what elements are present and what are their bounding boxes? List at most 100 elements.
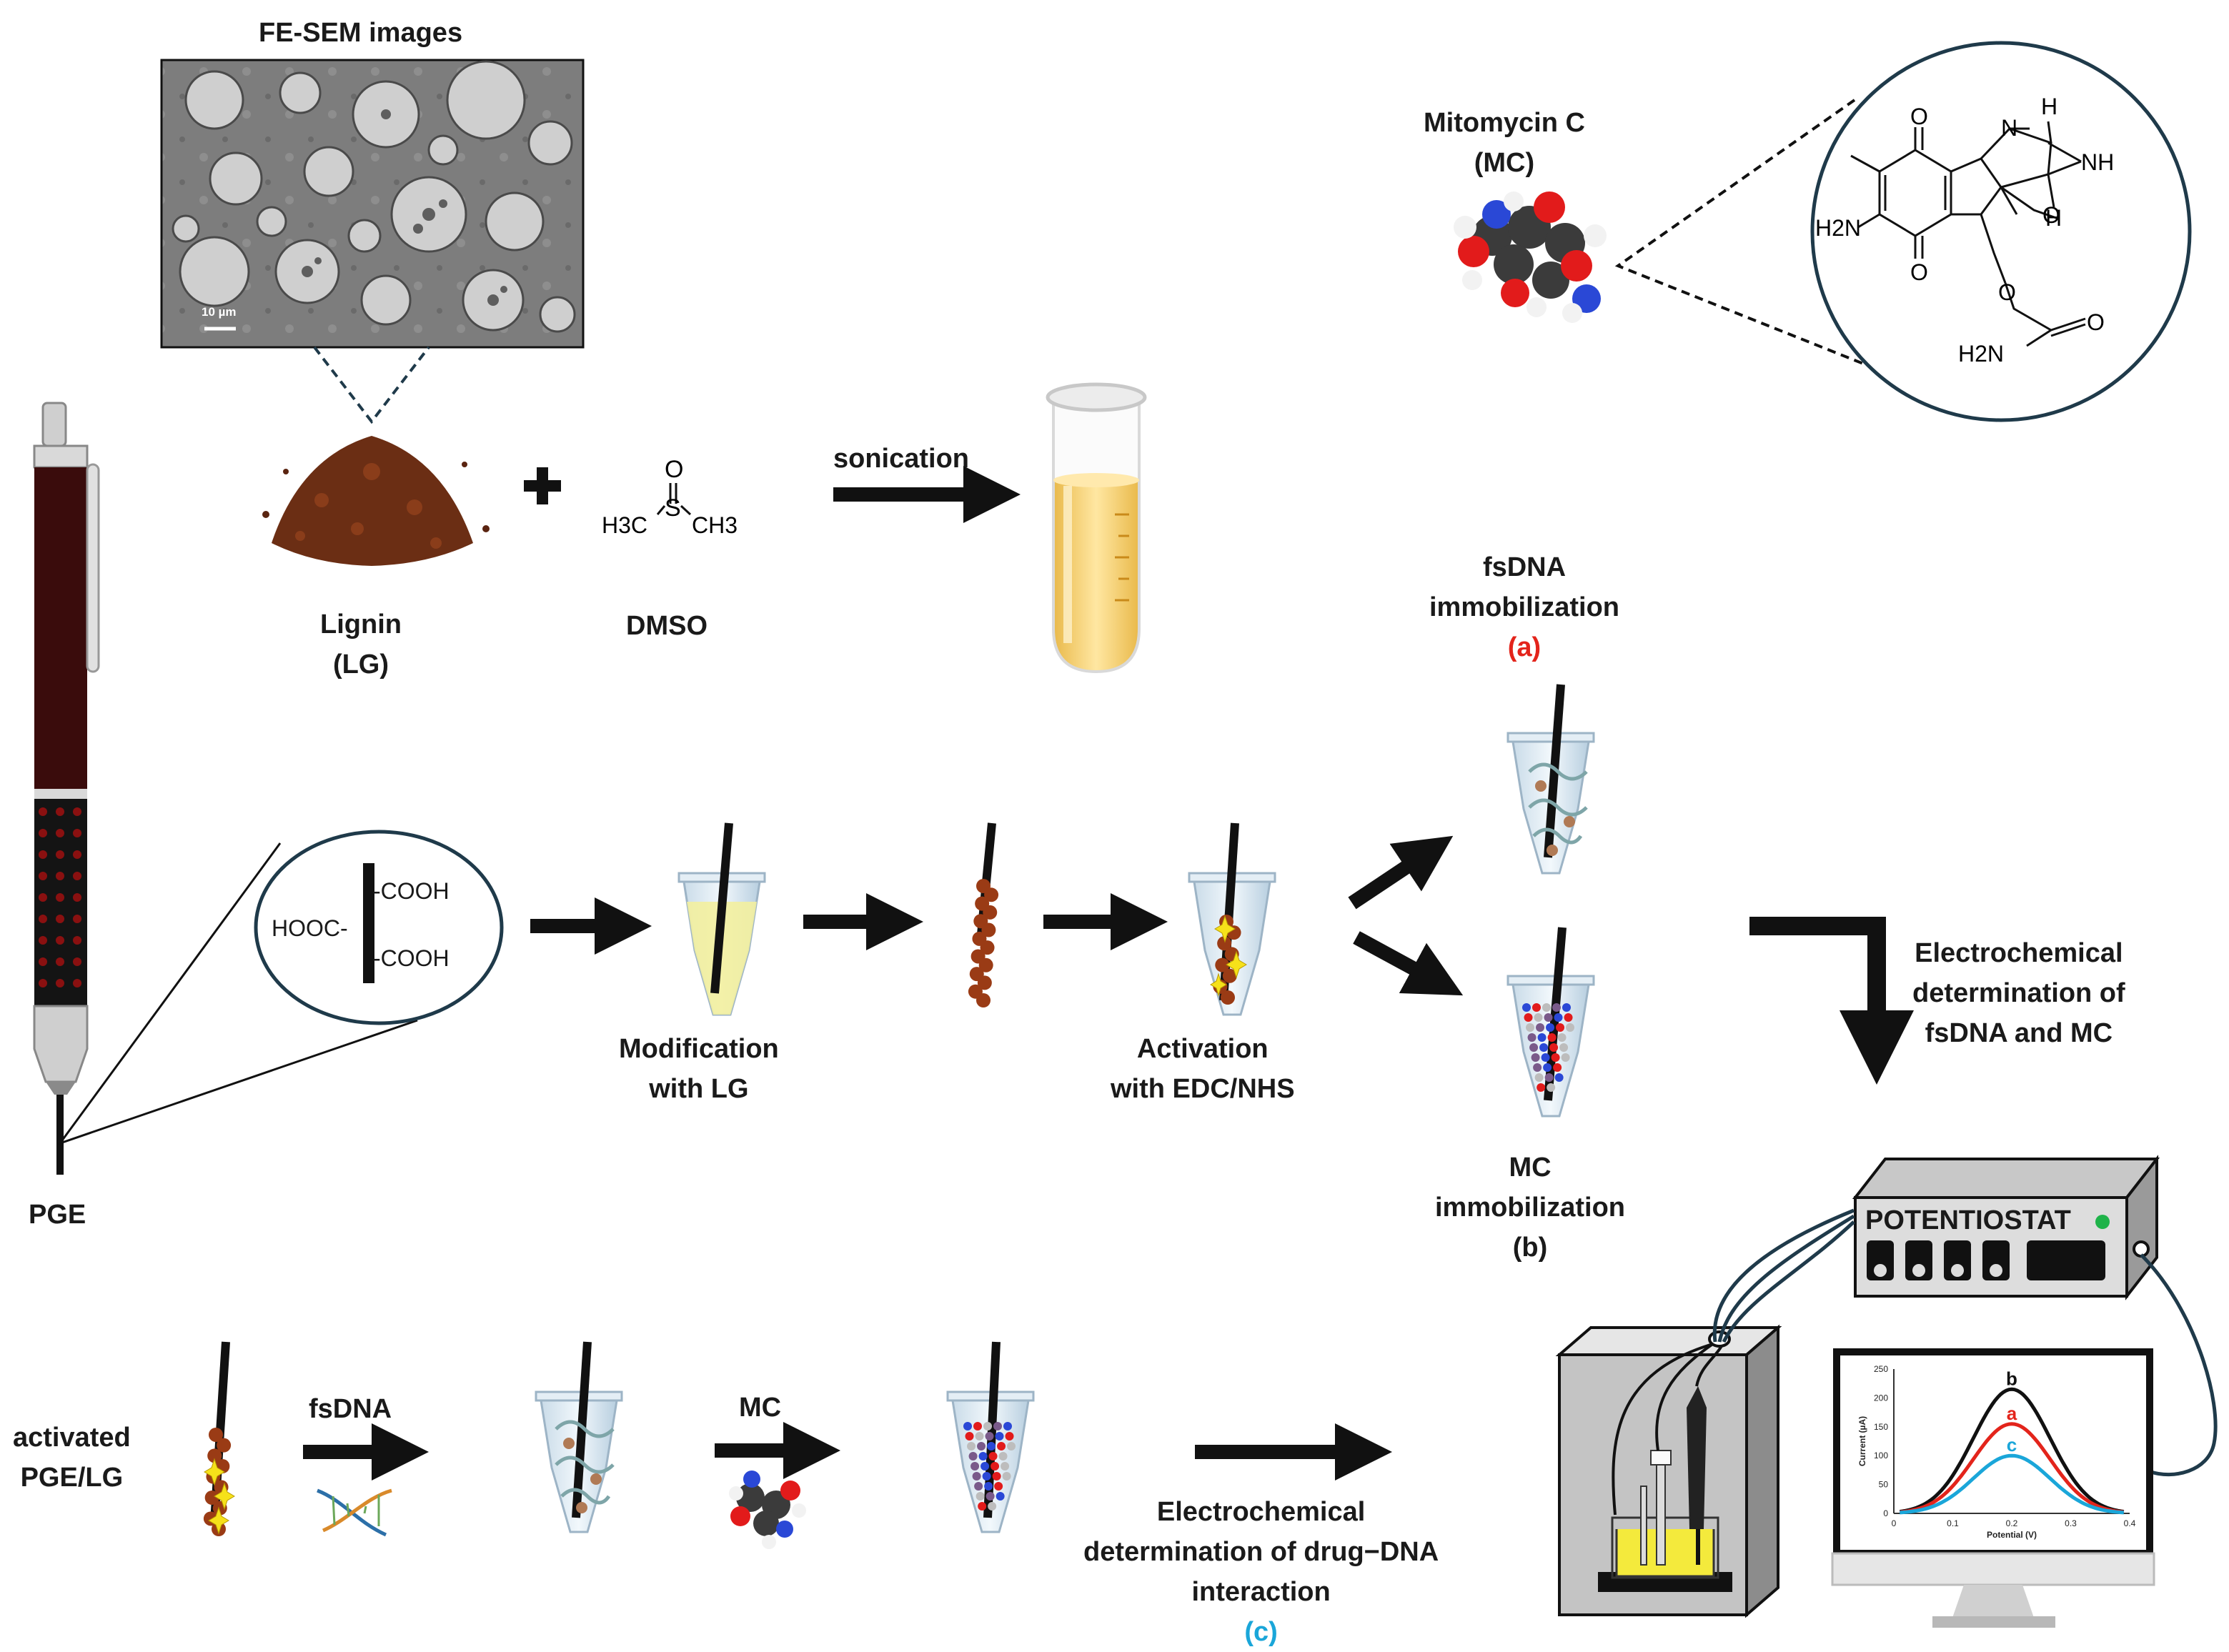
activation-line2: with EDC/NHS	[1111, 1074, 1295, 1104]
grip-dot	[56, 850, 64, 859]
pge-zoom-lines	[56, 842, 418, 1145]
lg-bead	[1217, 936, 1232, 951]
eppendorf-fsdna-added	[535, 1341, 623, 1533]
mc-particle	[995, 1432, 1004, 1440]
grip-dot	[56, 829, 64, 837]
mc-particle	[987, 1442, 996, 1451]
activation-label: Activation with EDC/NHS	[1111, 1029, 1295, 1109]
lignin-abbr: (LG)	[332, 650, 389, 680]
eppendorf-mc-immobilized	[1506, 927, 1595, 1118]
lg-bead	[981, 922, 996, 937]
mc-particle	[1534, 1073, 1544, 1082]
series-label-c: c	[2007, 1434, 2017, 1456]
fsdna-immobilization-label: fsDNA immobilization (a)	[1429, 547, 1619, 667]
grip-dot	[73, 829, 81, 837]
mc-particle	[1547, 1083, 1556, 1092]
drug-dna-tag: (c)	[1244, 1617, 1278, 1647]
mc-particle	[1541, 1053, 1550, 1062]
mc-particle	[978, 1452, 988, 1461]
electrochem-fsdna-mc-label: Electrochemical determination of fsDNA a…	[1912, 933, 2125, 1053]
mc-particle	[1551, 1053, 1560, 1062]
mc-particle	[1537, 1033, 1547, 1042]
grip-dot	[73, 850, 81, 859]
mc-atom-nh: NH	[2081, 149, 2114, 175]
mc-particle	[1539, 1043, 1549, 1052]
dmso-o: O	[665, 456, 683, 483]
drug-dna-line3: interaction	[1191, 1577, 1331, 1607]
mitomycin-abbr: (MC)	[1474, 148, 1535, 178]
mc-particle	[988, 1452, 998, 1461]
mc-particle	[974, 1482, 983, 1491]
grip-dot	[73, 872, 81, 880]
series-label-b: b	[2006, 1368, 2017, 1389]
x-axis-label: Potential (V)	[1987, 1530, 2037, 1540]
grip-dot	[73, 979, 81, 987]
y-tick-label: 150	[1874, 1422, 1888, 1432]
grip-dot	[73, 936, 81, 945]
pencil-grip-dots	[39, 807, 81, 987]
mc-particle	[1522, 1003, 1531, 1012]
y-tick-label: 200	[1874, 1393, 1888, 1403]
electrochem-line1: Electrochemical	[1915, 938, 2123, 968]
group-cooh-bottom: -COOH	[373, 945, 450, 971]
cooh-zoom-ellipse	[254, 830, 504, 1025]
eppendorf-mc-added	[946, 1341, 1035, 1533]
mc-particle	[977, 1442, 986, 1451]
mc-particle	[1562, 1003, 1571, 1012]
grip-dot	[56, 893, 64, 902]
dna-helix-icon	[317, 1488, 392, 1537]
activated-pge-lg-label: activated PGE/LG	[13, 1418, 131, 1498]
eppendorf-fsdna-immobilized	[1506, 684, 1595, 875]
mc-immob-line2: immobilization	[1435, 1193, 1625, 1223]
series-label-a: a	[2007, 1403, 2017, 1424]
mc-molecule-small	[729, 1471, 806, 1549]
grip-dot	[39, 872, 47, 880]
mc-skeletal-formula	[1850, 121, 2086, 347]
potentiostat-cables	[1712, 1208, 2218, 1477]
lg-bead	[978, 957, 993, 972]
y-tick-label: 250	[1874, 1364, 1888, 1374]
mc-particle	[988, 1502, 997, 1511]
potentiostat-label: POTENTIOSTAT	[1865, 1205, 2071, 1235]
mc-particle	[1566, 1023, 1575, 1032]
mc-atom-o-ester: O	[1998, 279, 2016, 305]
mc-particle	[1524, 1013, 1533, 1022]
mc-particle	[976, 1492, 985, 1501]
modification-line2: with LG	[649, 1074, 749, 1104]
grip-dot	[39, 957, 47, 966]
pge-label: PGE	[29, 1200, 86, 1230]
mc-particle	[986, 1492, 995, 1501]
mc-particle	[1003, 1422, 1012, 1430]
y-tick-label: 0	[1883, 1508, 1888, 1518]
mc-particle	[983, 1422, 992, 1430]
mc-particle	[981, 1462, 990, 1471]
eppendorf-lg-solution	[677, 822, 766, 1016]
mc-particle	[1552, 1003, 1561, 1012]
mc-immob-line1: MC	[1509, 1153, 1552, 1183]
mc-particle	[1532, 1003, 1541, 1012]
mc-zoom-lines	[1614, 99, 1902, 380]
eppendorf-edc-nhs	[1188, 822, 1276, 1016]
arrow-to-potentiostat	[1749, 917, 1914, 1085]
modification-label: Modification with LG	[619, 1029, 779, 1109]
mc-atom-ome: O	[2042, 202, 2060, 228]
mc-particle	[963, 1422, 972, 1430]
grip-dot	[39, 915, 47, 923]
grip-dot	[73, 915, 81, 923]
mc-step-label: MC	[739, 1393, 782, 1423]
mc-space-filling-model	[1454, 191, 1607, 323]
lg-bead	[209, 1428, 223, 1442]
grip-dot	[39, 829, 47, 837]
lg-bead	[1222, 968, 1237, 983]
x-tick-label: 0.4	[2124, 1518, 2136, 1528]
drug-dna-line1: Electrochemical	[1156, 1497, 1366, 1527]
mc-particle	[1533, 1063, 1542, 1072]
grip-dot	[56, 957, 64, 966]
mc-particle	[975, 1432, 984, 1440]
grip-dot	[56, 915, 64, 923]
group-cooh-top: -COOH	[373, 878, 450, 904]
activation-line1: Activation	[1136, 1034, 1269, 1064]
dmso-s: S	[665, 494, 681, 522]
mitomycin-name: Mitomycin C	[1424, 108, 1585, 138]
plus-sign	[524, 467, 561, 504]
